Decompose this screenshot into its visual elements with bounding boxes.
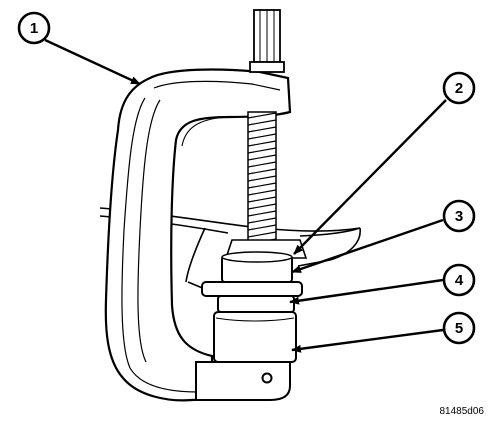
ball-joint-collar — [201, 281, 303, 313]
callout-3-label: 3 — [455, 208, 463, 225]
lower-receiver — [213, 311, 297, 363]
callout-4: 4 — [442, 263, 476, 297]
callout-5: 5 — [442, 311, 476, 345]
callout-2-label: 2 — [455, 80, 463, 97]
receiver-cup — [221, 251, 293, 283]
callout-2: 2 — [442, 71, 476, 105]
figure-code: 81485d06 — [440, 406, 485, 417]
screw-hex-head — [249, 9, 285, 73]
callout-1-label: 1 — [30, 20, 38, 37]
callout-5-label: 5 — [455, 320, 463, 337]
callout-3: 3 — [442, 199, 476, 233]
callout-1: 1 — [17, 11, 51, 45]
callout-4-label: 4 — [455, 272, 464, 289]
frame-anvil — [195, 361, 291, 401]
threaded-screw — [247, 111, 277, 249]
callout-arrows — [44, 38, 447, 353]
